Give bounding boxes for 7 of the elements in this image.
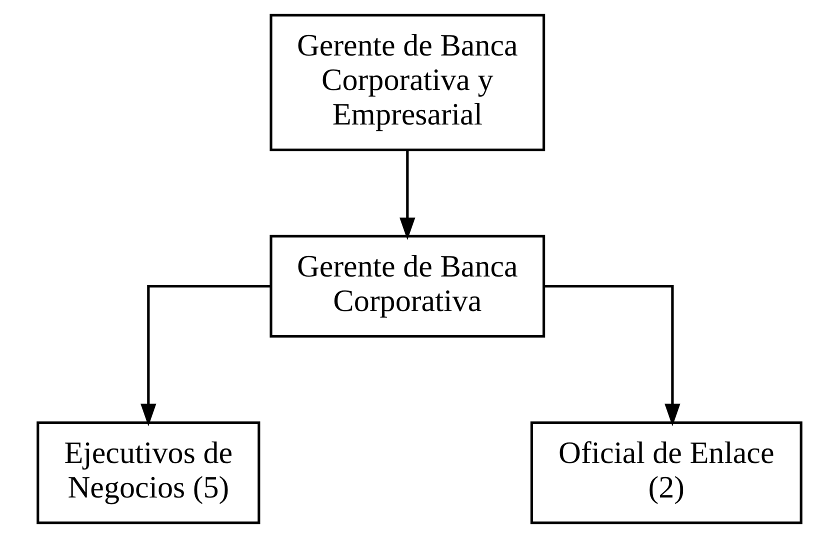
arrow	[399, 150, 415, 240]
arrow	[544, 284, 680, 426]
node-box: Ejecutivos de Negocios (5)	[36, 421, 260, 524]
node-box: Oficial de Enlace (2)	[530, 421, 802, 524]
arrow	[140, 284, 270, 426]
node-box: Gerente de Banca Corporativa	[269, 234, 545, 338]
node-box: Gerente de Banca Corporativa y Empresarial	[269, 14, 545, 152]
